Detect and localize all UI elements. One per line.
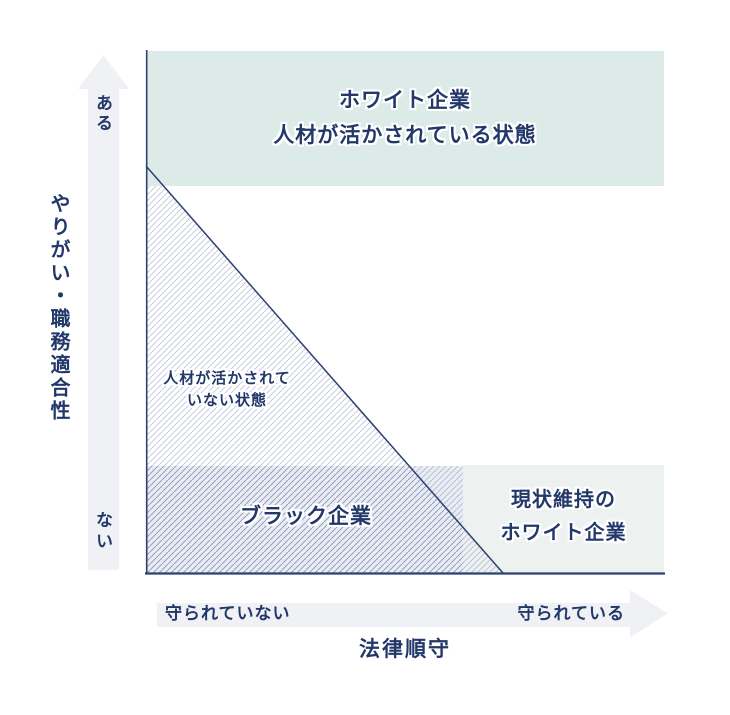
x-axis-right-label: 守られている <box>517 604 625 623</box>
y-axis-bottom-label: ない <box>93 511 112 553</box>
bottom-right-box <box>463 465 664 573</box>
x-axis-title: 法律順守 <box>359 638 451 661</box>
x-arrow-head-icon <box>630 590 668 638</box>
hatched-line2: いない状態 <box>186 392 267 409</box>
y-axis-top-label: ある <box>93 94 112 134</box>
hatched-band-overlay <box>146 466 463 573</box>
x-axis-left-label: 守られていない <box>165 604 291 623</box>
y-axis-title: やりがい・職務適合性 <box>47 193 69 423</box>
hatched-region-label: 人材が活かされて いない状態 <box>146 368 308 412</box>
diagonal-boundary-line <box>145 165 504 574</box>
bottom-left-label: ブラック企業 <box>240 505 372 528</box>
bottom-right-line2: ホワイト企業 <box>500 522 627 544</box>
hatched-line1: 人材が活かされて <box>163 370 291 387</box>
bottom-right-label: 現状維持の ホワイト企業 <box>463 484 664 550</box>
y-arrow-head-icon <box>78 55 129 89</box>
bottom-right-line1: 現状維持の <box>511 489 616 511</box>
top-band <box>146 51 664 186</box>
x-arrow-shaft <box>157 603 630 627</box>
top-band-line1: ホワイト企業 <box>339 89 471 112</box>
y-axis-arrow <box>78 55 129 570</box>
top-band-line2: 人材が活かされている状態 <box>273 124 537 147</box>
x-axis-arrow <box>157 590 668 638</box>
y-arrow-shaft <box>88 88 119 570</box>
top-band-label: ホワイト企業 人材が活かされている状態 <box>146 83 664 153</box>
